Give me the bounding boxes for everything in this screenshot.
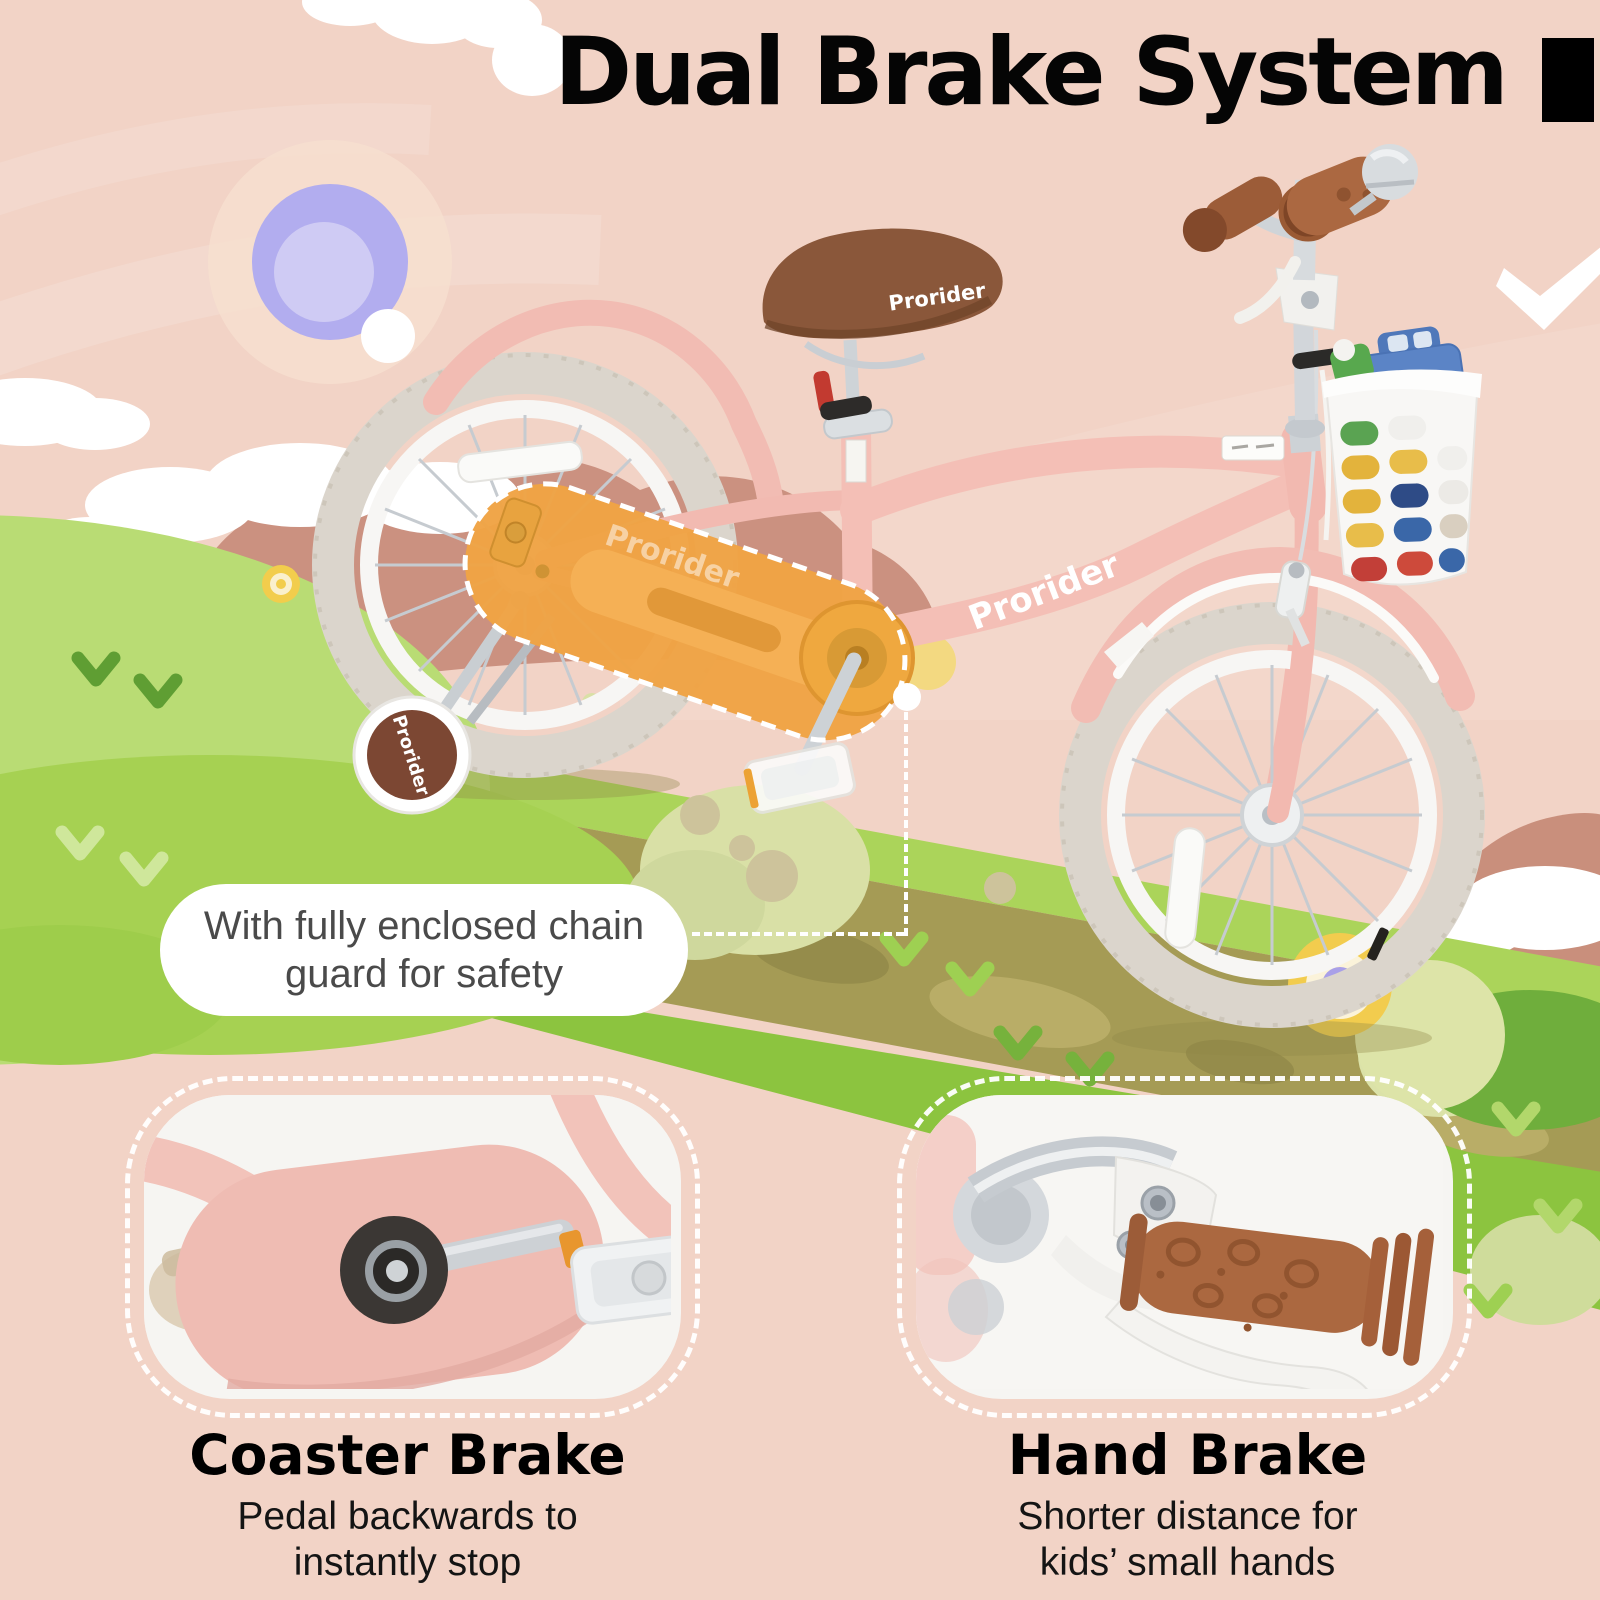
grip-closeup [1119,1213,1435,1366]
page-title: Dual Brake System [554,18,1509,127]
hand-brake-inset [897,1076,1472,1418]
callout-bubble: With fully enclosed chain guard for safe… [160,884,688,1016]
front-wheel [1059,602,1485,1028]
callout-line2: guard for safety [285,952,563,996]
coaster-brake-photo [144,1095,681,1399]
coaster-brake-caption: Coaster Brake Pedal backwards to instant… [125,1424,690,1586]
bike-bell [1349,144,1418,216]
title-accent-square [1542,38,1594,122]
coaster-brake-inset [125,1076,700,1418]
basket [1322,326,1482,586]
hand-brake-closeup [916,1095,1443,1399]
rear-fender [423,299,783,511]
far-grip [1182,176,1283,252]
callout-connector-horizontal [692,932,904,936]
coaster-brake-description: Pedal backwards to instantly stop [237,1495,578,1584]
grass-marks [55,651,1583,1319]
frame-sticker [1221,435,1285,461]
callout-connector-vertical [904,712,908,936]
sun [208,140,452,384]
clouds [0,0,572,450]
training-wheel: Prorider [352,591,556,815]
hand-brake-description: Shorter distance for kids’ small hands [1017,1495,1358,1584]
front-fender [1071,489,1475,823]
hand-brake-photo [916,1095,1453,1399]
bird-icon [1496,247,1600,330]
hand-brake-caption: Hand Brake Shorter distance for kids’ sm… [905,1424,1470,1586]
coaster-brake-heading: Coaster Brake [189,1423,626,1487]
saddle: Prorider [762,228,1003,440]
handlebar [1182,144,1418,454]
chain-guard: Prorider [465,483,915,741]
coaster-brake-closeup [144,1095,681,1399]
callout-anchor-dot [893,683,921,711]
callout-line1: With fully enclosed chain [203,904,645,948]
seat-tube-sticker [845,439,867,483]
hand-brake-heading: Hand Brake [1007,1423,1368,1487]
crank-pedal [743,652,862,814]
